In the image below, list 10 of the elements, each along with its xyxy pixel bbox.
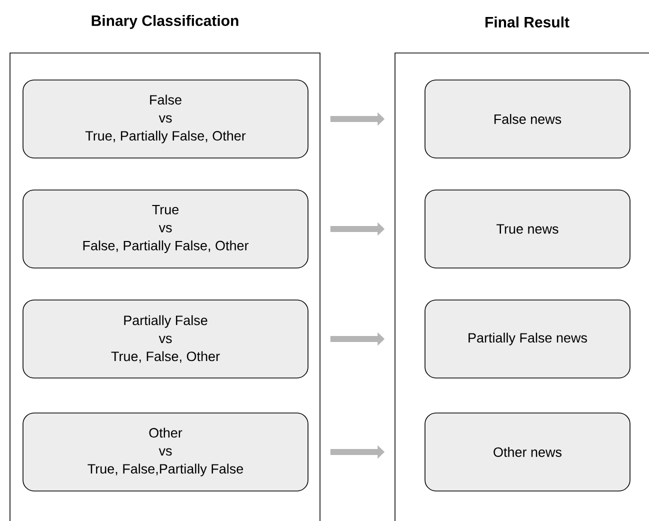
rounded-box: False news (424, 80, 630, 158)
rounded-box: Partially False vs True, False, Other (22, 300, 308, 378)
rounded-box: Other vs True, False,Partially False (22, 412, 308, 492)
rounded-box: False vs True, Partially False, Other (22, 80, 308, 158)
rounded-box: Partially False news (424, 300, 630, 378)
rounded-box: Other news (424, 412, 630, 492)
panel-heading: Binary Classification (92, 15, 238, 29)
rounded-box: True news (424, 190, 630, 268)
rounded-box: True vs False, Partially False, Other (22, 190, 308, 268)
panel-heading: Final Result (486, 16, 570, 28)
